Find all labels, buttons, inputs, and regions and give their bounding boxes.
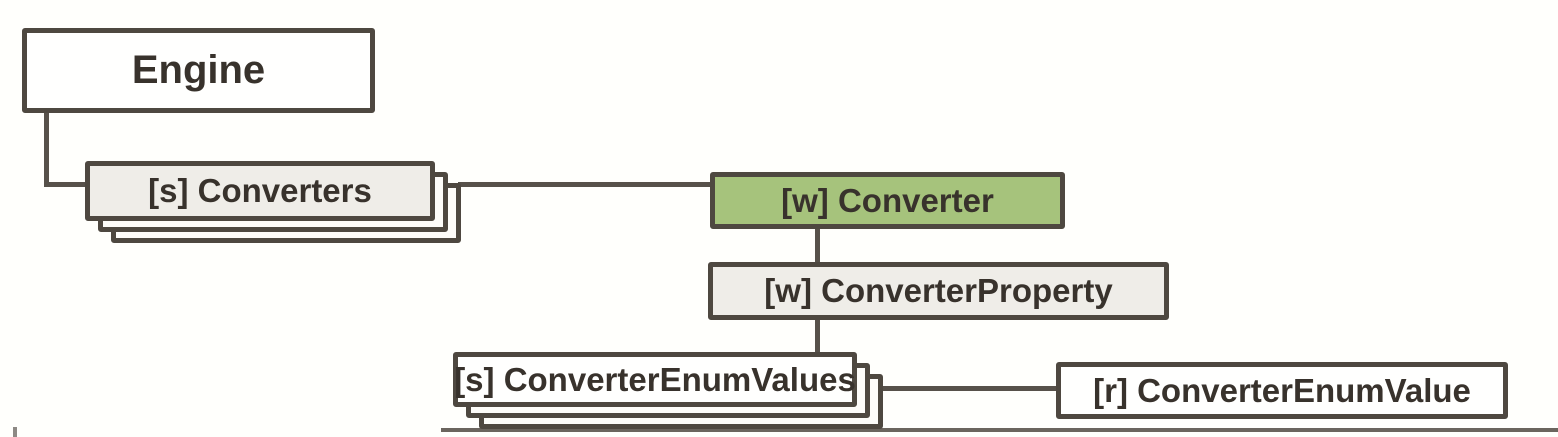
- node-converter-enum-value-label: [r] ConverterEnumValue: [1093, 371, 1471, 409]
- left-edge-tick-mark: [13, 427, 17, 437]
- connector-enumvalues-enumvalue: [878, 386, 1060, 391]
- node-converters-label: [s] Converters: [148, 172, 372, 209]
- node-converter-enum-values-label: [s] ConverterEnumValues: [454, 360, 856, 398]
- node-converter-enum-values-stacked-box[interactable]: [s] ConverterEnumValues: [453, 352, 883, 429]
- node-converters-stacked-box[interactable]: [s] Converters: [85, 161, 461, 243]
- connector-converter-converterproperty: [815, 227, 820, 265]
- node-converter-highlighted[interactable]: [w] Converter: [710, 172, 1065, 229]
- connector-engine-converters-vertical: [44, 112, 49, 187]
- node-converter-property[interactable]: [w] ConverterProperty: [708, 262, 1169, 320]
- connector-engine-converters-horizontal: [44, 182, 89, 187]
- bottom-divider-line: [441, 428, 1558, 432]
- node-converter-property-label: [w] ConverterProperty: [764, 272, 1113, 309]
- node-engine[interactable]: Engine: [22, 28, 375, 113]
- stack-face: [85, 161, 435, 221]
- connector-converterproperty-enumvalues: [815, 318, 820, 355]
- node-engine-label: Engine: [131, 48, 266, 92]
- connector-converters-converter: [458, 182, 714, 187]
- node-converter-enum-value[interactable]: [r] ConverterEnumValue: [1056, 362, 1508, 419]
- node-converter-label: [w] Converter: [781, 181, 994, 219]
- stack-face: [453, 352, 857, 407]
